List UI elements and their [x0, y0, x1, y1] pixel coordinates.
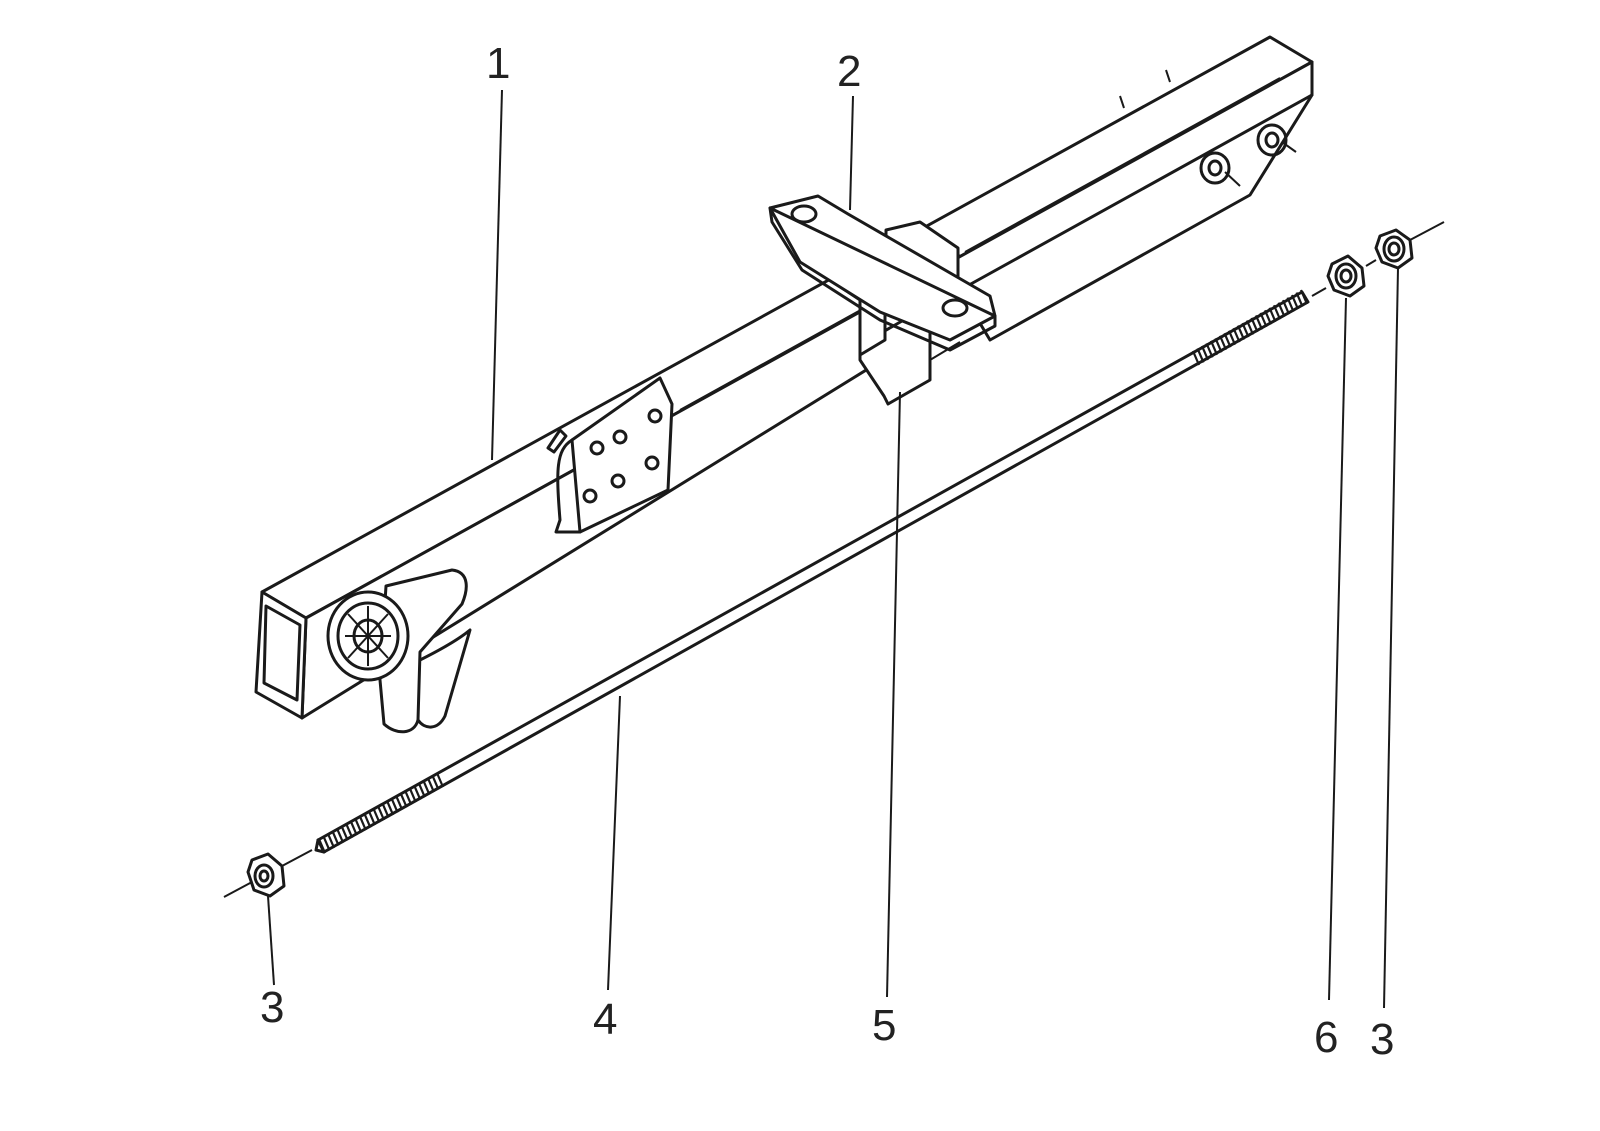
callout-3-left: 3 [260, 983, 284, 1032]
thread-mark [1268, 307, 1277, 323]
thread-mark [431, 775, 440, 790]
callout-2: 2 [837, 47, 861, 96]
threaded-rod [314, 289, 1310, 854]
thread-mark [317, 838, 327, 854]
thread-mark [417, 782, 426, 798]
callout-3-right: 3 [1370, 1015, 1394, 1064]
thread-mark [354, 818, 363, 834]
thread-mark [1205, 342, 1214, 358]
thread-mark [413, 785, 422, 801]
thread-mark [1241, 322, 1250, 338]
thread-mark [331, 830, 340, 846]
thread-mark [422, 780, 431, 796]
thread-mark [1209, 340, 1219, 356]
thread-mark [1250, 317, 1259, 333]
thread-mark [1232, 327, 1241, 343]
thread-mark [404, 790, 413, 806]
callout-1: 1 [486, 39, 510, 88]
thread-mark [372, 808, 381, 823]
thread-mark [367, 810, 376, 826]
thread-mark [327, 833, 336, 849]
rod-threads-left [317, 772, 445, 854]
thread-mark [1263, 309, 1273, 325]
thread-mark [1227, 330, 1237, 346]
thread-mark [395, 795, 404, 811]
thread-mark [1286, 297, 1295, 313]
thread-mark [1290, 294, 1300, 310]
thread-mark [381, 803, 390, 818]
nut-left [223, 849, 313, 898]
callout-labels: 1 2 3 4 5 6 3 [260, 39, 1394, 1064]
nut-right-inner [1311, 254, 1366, 298]
beam-tube [254, 35, 1314, 720]
thread-mark [322, 836, 331, 851]
thread-mark [1236, 325, 1246, 341]
thread-mark [1245, 320, 1255, 335]
thread-mark [1214, 337, 1223, 353]
thread-mark [1254, 314, 1264, 330]
hook-plate [546, 376, 674, 534]
thread-mark [349, 820, 358, 836]
thread-mark [390, 797, 399, 813]
thread-mark [1259, 312, 1268, 328]
thread-mark [1191, 350, 1201, 366]
thread-mark [1218, 335, 1228, 351]
thread-mark [399, 792, 408, 808]
thread-mark [1299, 289, 1309, 305]
thread-mark [345, 823, 354, 839]
nut-right-outer [1365, 221, 1445, 270]
callout-5: 5 [872, 1001, 896, 1050]
leader-lines [267, 89, 1399, 1009]
thread-mark [336, 828, 345, 844]
thread-mark [376, 805, 386, 821]
thread-mark [426, 777, 435, 793]
thread-mark [1196, 348, 1205, 363]
thread-mark [340, 825, 349, 841]
thread-mark [1295, 292, 1304, 307]
thread-mark [435, 772, 445, 788]
thread-mark [1281, 299, 1291, 315]
callout-6: 6 [1314, 1013, 1338, 1062]
thread-mark [386, 800, 395, 816]
thread-mark [408, 787, 417, 803]
rod-threads-right [1191, 289, 1309, 366]
thread-mark [1272, 304, 1282, 320]
callout-4: 4 [593, 995, 617, 1044]
mounting-bracket [768, 194, 997, 406]
ratchet-lever [326, 568, 472, 734]
thread-mark [1200, 345, 1210, 361]
thread-mark [1223, 332, 1232, 348]
thread-mark [1277, 302, 1286, 318]
thread-mark [358, 815, 367, 831]
thread-mark [363, 813, 372, 829]
